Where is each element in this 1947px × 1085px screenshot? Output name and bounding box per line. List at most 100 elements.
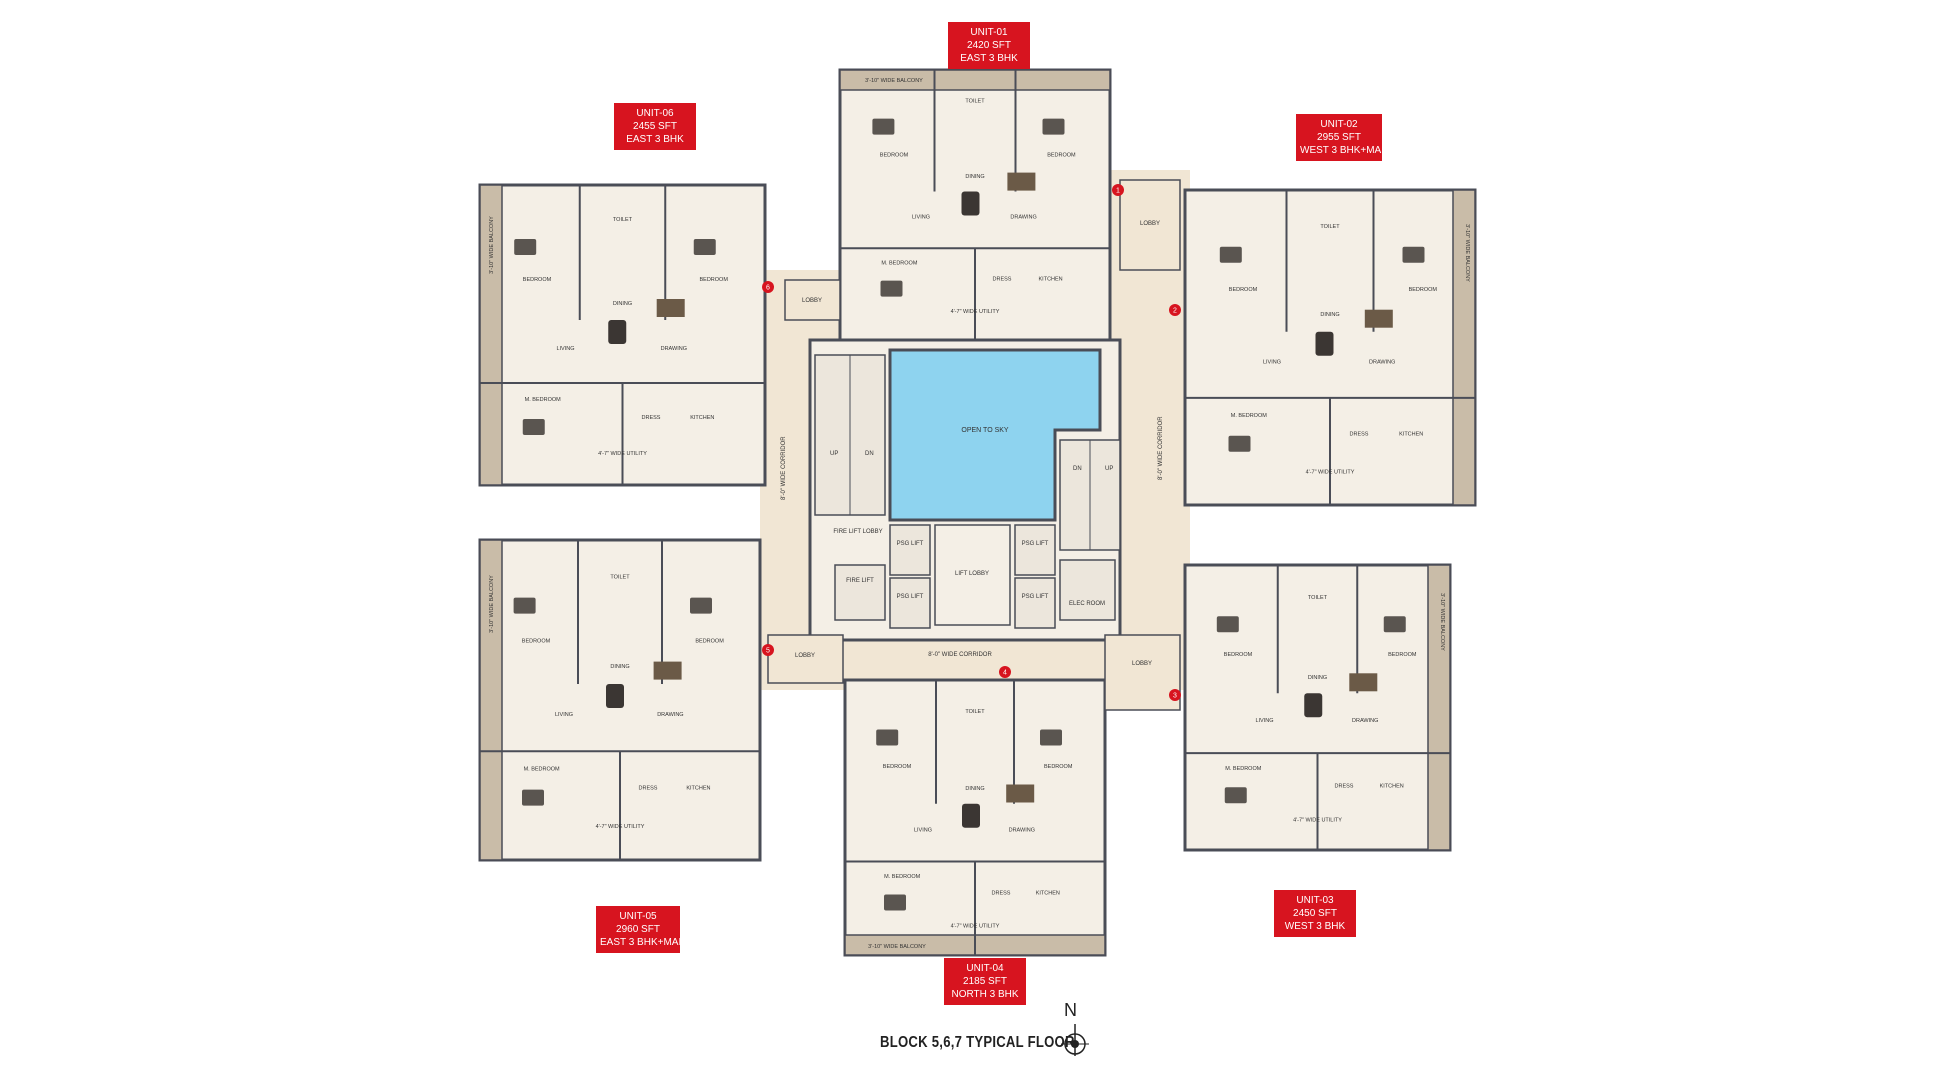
unit-03-label-bedroom-2: BEDROOM xyxy=(1388,652,1417,658)
unit-02-sofa xyxy=(1364,309,1393,328)
unit-01-bed-2 xyxy=(1042,118,1065,135)
lobby-label-6: LOBBY xyxy=(802,298,822,304)
unit-02-label-drawing: DRAWING xyxy=(1369,359,1395,365)
unit-03-area: 2450 SFT xyxy=(1293,908,1337,919)
entry-marker-5 xyxy=(762,644,774,656)
unit-05-label-drawing: DRAWING xyxy=(657,712,683,718)
unit-04-name: UNIT-04 xyxy=(966,963,1004,974)
unit-01-label-m-bedroom: M. BEDROOM xyxy=(881,260,917,266)
unit-02-bed-3 xyxy=(1228,435,1251,452)
unit-02-label-toilet: TOILET xyxy=(1320,224,1340,230)
unit-01-label-toilet: TOILET xyxy=(965,98,985,104)
stair-up-label: UP xyxy=(830,451,838,457)
unit-02-name: UNIT-02 xyxy=(1320,119,1358,130)
elec-room-label: ELEC ROOM xyxy=(1069,601,1105,607)
unit-03-label-toilet: TOILET xyxy=(1308,595,1328,601)
unit-02-label-utility: 4'-7" WIDE UTILITY xyxy=(1306,470,1355,476)
unit-06-type: EAST 3 BHK xyxy=(626,134,684,145)
stair-dn-label: DN xyxy=(865,451,874,457)
unit-03-label-dress: DRESS xyxy=(1335,783,1354,789)
unit-03-balcony xyxy=(1427,564,1451,851)
unit-03-label-kitchen: KITCHEN xyxy=(1380,783,1404,789)
unit-04-label-balcony: 3'-10" WIDE BALCONY xyxy=(868,944,926,950)
psg-lift-3 xyxy=(1014,524,1056,576)
lift-lobby-label: LIFT LOBBY xyxy=(955,571,989,577)
unit-04-label-m-bedroom: M. BEDROOM xyxy=(884,874,920,880)
lobby-5 xyxy=(767,634,844,684)
psg-lift-label-2: PSG LIFT xyxy=(897,594,924,600)
compass-icon xyxy=(1061,1024,1089,1056)
unit-05-bed-2 xyxy=(690,597,712,614)
unit-03-dining-table xyxy=(1304,693,1323,718)
unit-02-label-living: LIVING xyxy=(1263,359,1281,365)
unit-06-label-bedroom-2: BEDROOM xyxy=(699,277,728,283)
entry-marker-label-5: 5 xyxy=(766,648,770,655)
unit-04-sofa xyxy=(1006,784,1035,803)
unit-03-label-m-bedroom: M. BEDROOM xyxy=(1225,766,1261,772)
fire-lift-label: FIRE LIFT xyxy=(846,578,874,584)
lobby-label-5: LOBBY xyxy=(795,653,815,659)
unit-01-label-bedroom-2: BEDROOM xyxy=(1047,152,1076,158)
psg-lift-label-3: PSG LIFT xyxy=(1022,541,1049,547)
lobbies: LOBBY LOBBY LOBBY LOBBY 8'-0" WIDE CORRI… xyxy=(767,179,1181,711)
unit-06-bed-3 xyxy=(522,419,545,435)
floor-caption: BLOCK 5,6,7 TYPICAL FLOOR xyxy=(880,1034,1075,1051)
unit-01-label-living: LIVING xyxy=(912,215,930,221)
unit-02-type: WEST 3 BHK+MAID xyxy=(1300,145,1392,156)
lobby-label-1: LOBBY xyxy=(1140,221,1160,227)
unit-05-dining-table xyxy=(606,684,624,708)
unit-05-label-balcony: 3'-10" WIDE BALCONY xyxy=(489,575,495,633)
unit-03-bed-2 xyxy=(1383,616,1406,633)
unit-03-label-drawing: DRAWING xyxy=(1352,718,1378,724)
central-core: OPEN TO SKY UP DN DN UP PSG LIFT PSG xyxy=(808,338,1122,642)
stair-west xyxy=(814,354,886,516)
fire-lift-lobby-label: FIRE LIFT LOBBY xyxy=(833,529,882,535)
corridor-label-west: 8'-0" WIDE CORRIDOR xyxy=(781,436,787,500)
unit-03-bed-1 xyxy=(1216,616,1239,633)
unit-01-label-utility: 4'-7" WIDE UTILITY xyxy=(951,309,1000,315)
psg-lift-1 xyxy=(889,524,931,576)
entry-marker-label-6: 6 xyxy=(766,285,770,292)
unit-05-label-dress: DRESS xyxy=(639,786,658,792)
unit-04-area: 2185 SFT xyxy=(963,976,1007,987)
unit-01-label-drawing: DRAWING xyxy=(1010,215,1036,221)
psg-lift-label-1: PSG LIFT xyxy=(897,541,924,547)
unit-04-tag: UNIT-04 2185 SFT NORTH 3 BHK xyxy=(944,958,1026,1005)
unit-01-balcony xyxy=(839,69,1111,91)
unit-02-dining-table xyxy=(1315,331,1334,356)
open-to-sky-pool xyxy=(888,348,1102,522)
unit-01-bed-1 xyxy=(872,118,895,135)
unit-05-label-toilet: TOILET xyxy=(610,574,630,580)
psg-lift-label-4: PSG LIFT xyxy=(1022,594,1049,600)
psg-lift-4 xyxy=(1014,577,1056,629)
unit-04-label-toilet: TOILET xyxy=(965,709,985,715)
unit-01-plan: BEDROOM BEDROOM M. BEDROOM DINING DRAWING LIV… xyxy=(838,68,1112,342)
unit-06-tag: UNIT-06 2455 SFT EAST 3 BHK xyxy=(614,103,696,150)
unit-06-label-living: LIVING xyxy=(556,346,574,352)
unit-06-bed-2 xyxy=(693,239,716,255)
entry-marker-6 xyxy=(762,281,774,293)
unit-01-label-bedroom-1: BEDROOM xyxy=(880,152,909,158)
unit-01-area: 2420 SFT xyxy=(967,40,1011,51)
unit-01-label-dining: DINING xyxy=(965,174,984,180)
unit-06-balcony xyxy=(479,184,503,486)
unit-03-sofa xyxy=(1349,673,1378,692)
unit-02-label-m-bedroom: M. BEDROOM xyxy=(1231,413,1267,419)
unit-06-label-drawing: DRAWING xyxy=(661,346,687,352)
lobby-1 xyxy=(1119,179,1181,271)
unit-06-sofa xyxy=(656,299,685,317)
lobby-label-3: LOBBY xyxy=(1132,661,1152,667)
unit-04-label-dress: DRESS xyxy=(992,891,1011,897)
unit-05-label-bedroom-1: BEDROOM xyxy=(522,638,551,644)
unit-01-dining-table xyxy=(961,191,980,216)
unit-06-label-m-bedroom: M. BEDROOM xyxy=(525,397,561,403)
unit-05-label-bedroom-2: BEDROOM xyxy=(695,638,724,644)
unit-02-balcony xyxy=(1452,189,1476,506)
unit-05-label-kitchen: KITCHEN xyxy=(686,786,710,792)
lobby-3 xyxy=(1104,634,1181,711)
entry-marker-4 xyxy=(999,666,1011,678)
stair-up-label-2: UP xyxy=(1105,466,1113,472)
